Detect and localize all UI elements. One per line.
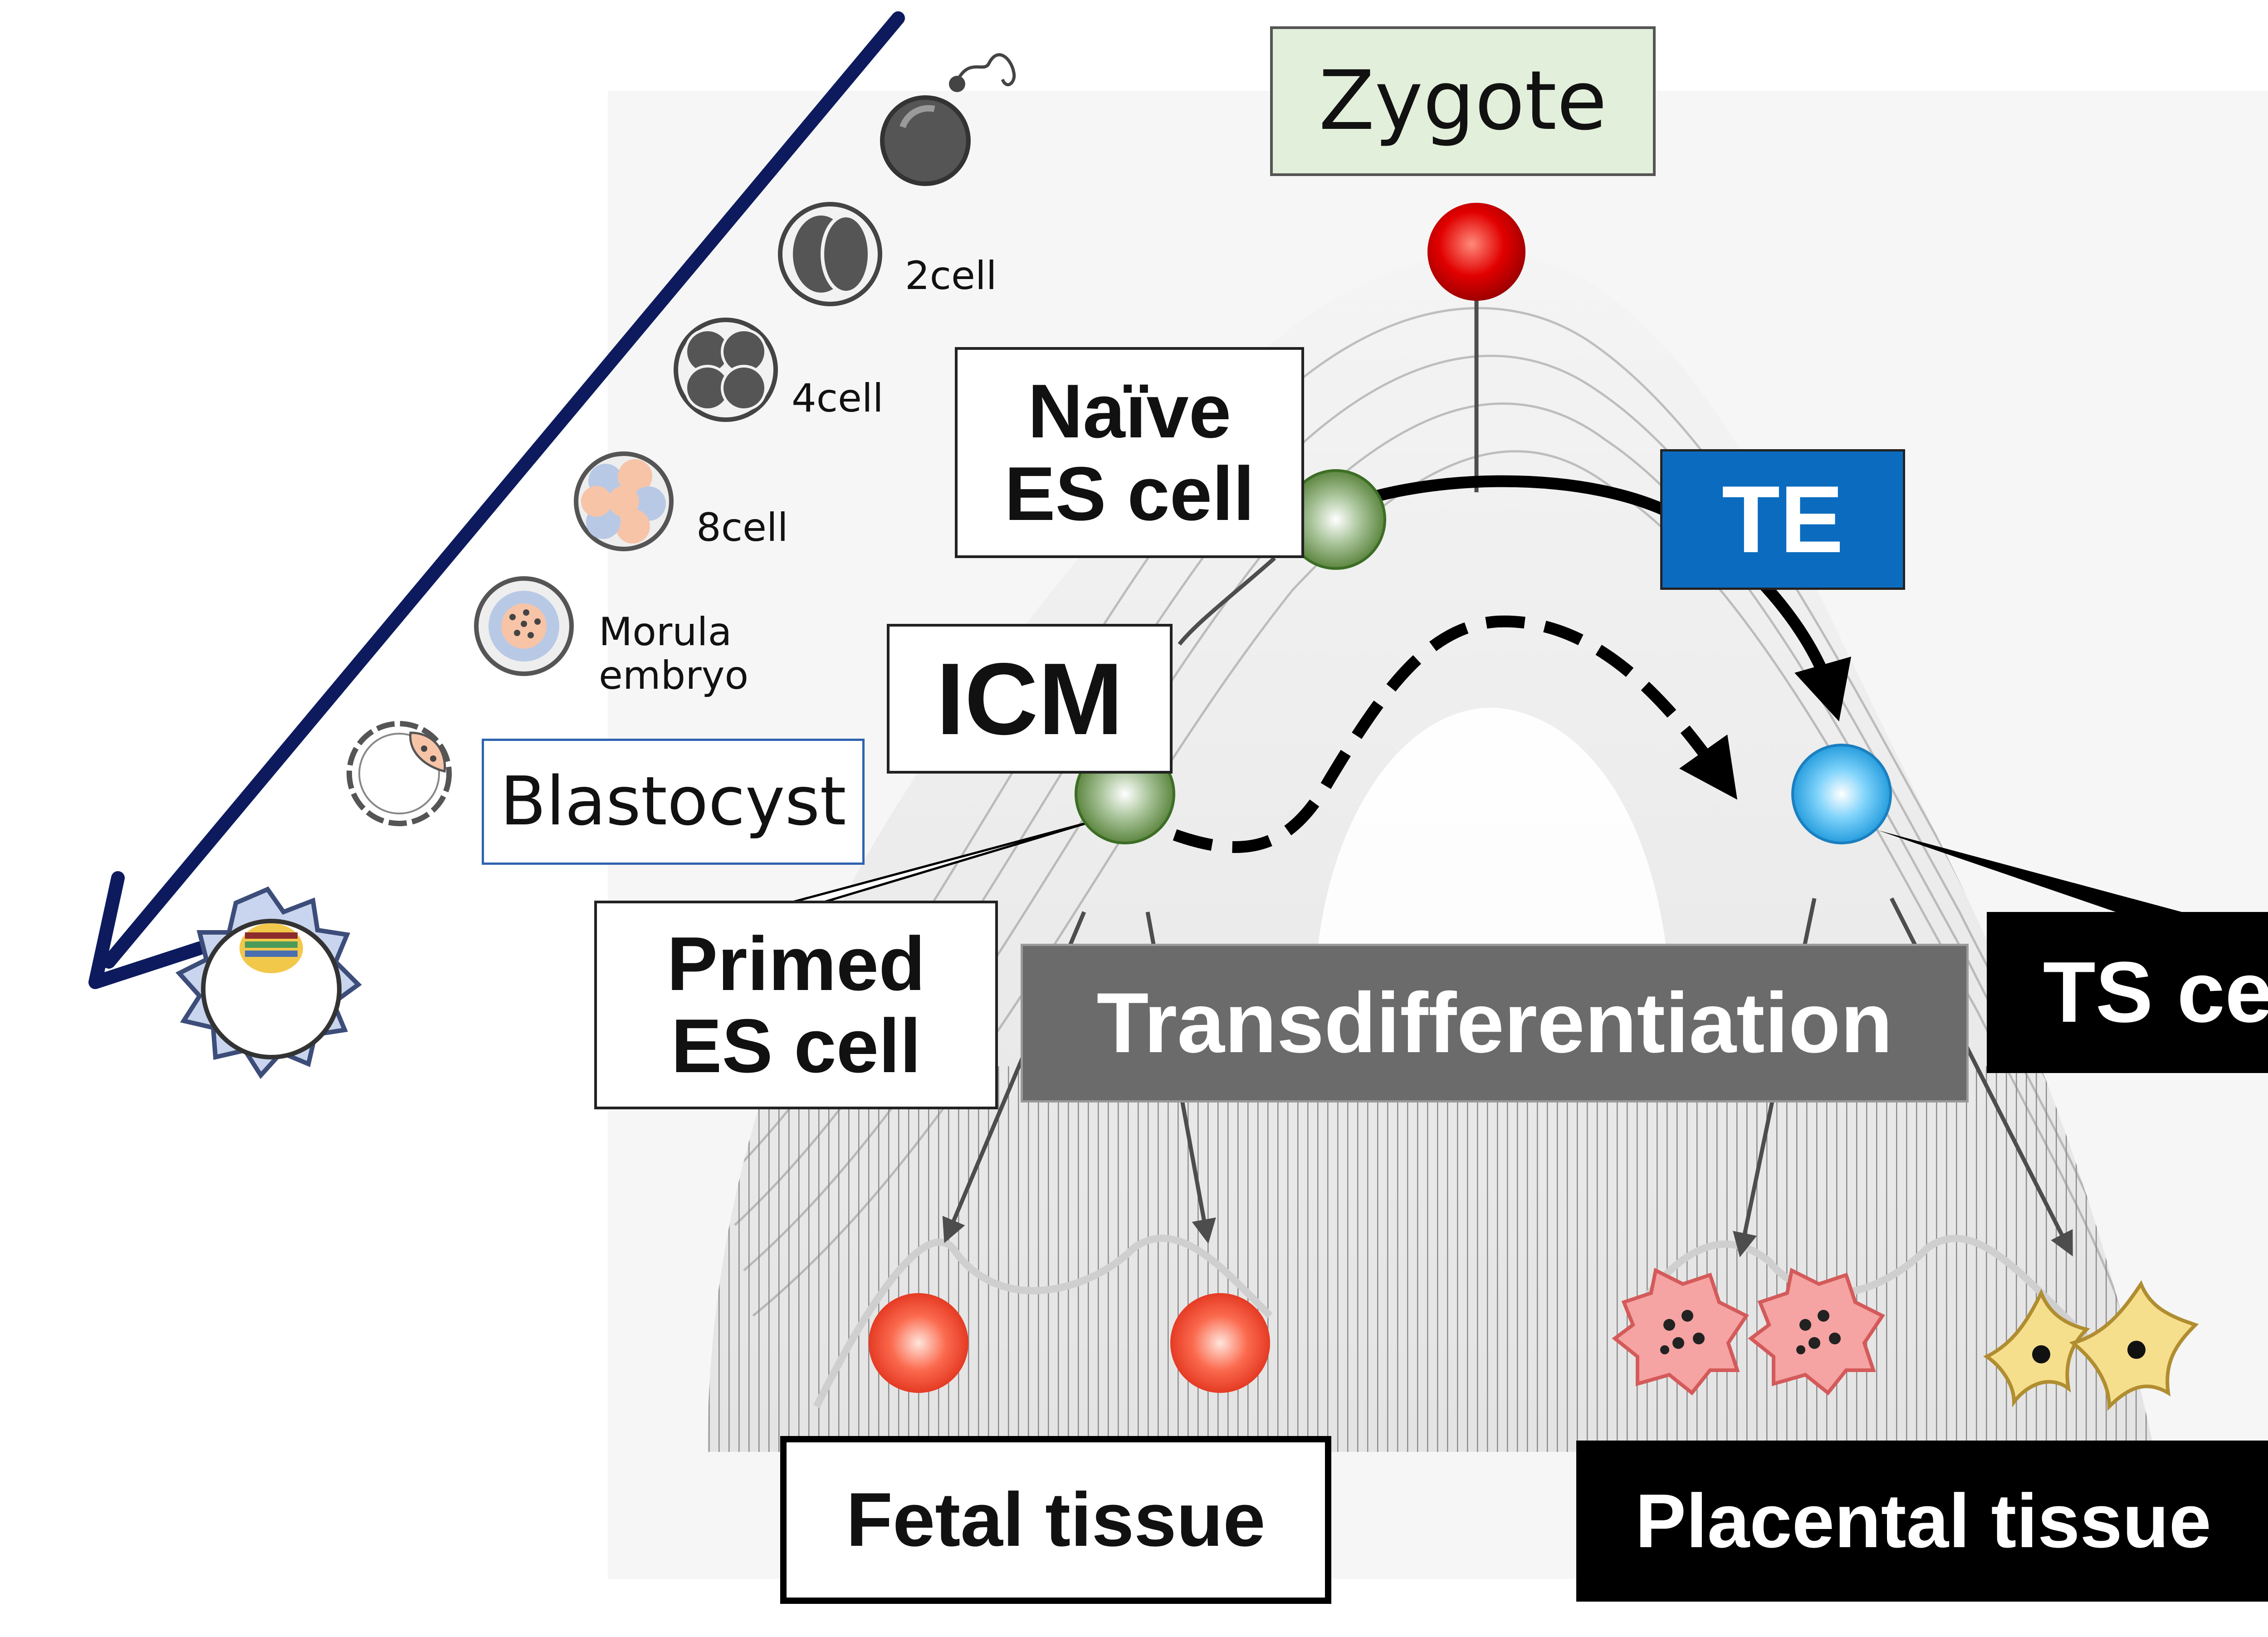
placental-cell-pink-2 <box>1748 1268 1885 1396</box>
two-cell-embryo-icon <box>778 202 882 306</box>
te-label: TE <box>1721 466 1844 573</box>
morula-label-line2: embryo <box>599 653 749 699</box>
fetal-tissue-label: Fetal tissue <box>846 1477 1266 1563</box>
ts-cell-box: TS cell <box>1987 912 2268 1073</box>
naive-label-line2: ES cell <box>1004 451 1255 536</box>
eight-cell-embryo-icon <box>574 451 674 551</box>
transdifferentiation-label: Transdifferentiation <box>1096 975 1893 1071</box>
placental-cell-pink-1 <box>1612 1268 1749 1396</box>
placental-cells <box>1612 1268 2199 1411</box>
primed-label-line1: Primed <box>667 921 925 1006</box>
blastocyst-label-box: Blastocyst <box>482 739 865 865</box>
zygote-label: Zygote <box>1319 53 1607 148</box>
placental-tissue-box: Placental tissue <box>1576 1441 2268 1602</box>
stage-label-8cell: 8cell <box>696 505 788 550</box>
zygote-box: Zygote <box>1270 26 1656 176</box>
primed-label-line2: ES cell <box>671 1003 921 1088</box>
ts-cell-callout <box>1878 830 2182 935</box>
timeline-arrow <box>88 11 905 989</box>
fetal-cell-2 <box>1170 1293 1270 1393</box>
transdifferentiation-box: Transdifferentiation <box>1021 944 1969 1103</box>
morula-label-line1: Morula <box>599 609 732 655</box>
four-cell-embryo-icon <box>674 318 778 422</box>
zygote-cell <box>1427 203 1525 301</box>
fetal-tissue-box: Fetal tissue <box>780 1436 1331 1604</box>
placental-tissue-label: Placental tissue <box>1635 1478 2211 1563</box>
te-box: TE <box>1660 449 1905 590</box>
ts-progenitor-cell <box>1791 744 1892 844</box>
fetal-cell-1 <box>869 1293 968 1393</box>
ts-cell-label: TS cell <box>2043 944 2268 1040</box>
oocyte-icon <box>880 53 1016 186</box>
naive-es-box: Naïve ES cell <box>955 347 1304 558</box>
blastocyst-icon <box>347 721 452 826</box>
naive-label-line1: Naïve <box>1027 368 1232 454</box>
morula-icon <box>474 576 574 676</box>
stage-label-4cell: 4cell <box>792 376 884 421</box>
icm-label: ICM <box>936 641 1124 756</box>
primed-es-box: Primed ES cell <box>594 901 998 1109</box>
icm-box: ICM <box>887 624 1173 774</box>
implanted-embryo-icon <box>175 886 362 1079</box>
blastocyst-label: Blastocyst <box>500 762 846 841</box>
stage-label-morula: Morula embryo <box>599 610 748 698</box>
stage-label-2cell: 2cell <box>905 253 997 299</box>
